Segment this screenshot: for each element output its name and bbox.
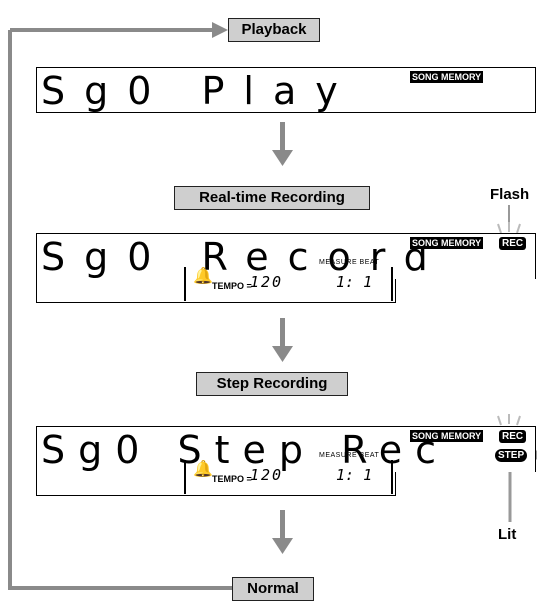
arrowhead-to-playback <box>212 22 228 38</box>
down-arrow-1-head <box>272 150 293 166</box>
lcd-step-text: Sg0 Step Rec <box>41 428 450 472</box>
tempo-label: TEMPO = <box>212 281 252 291</box>
loop-line <box>8 30 232 590</box>
lcd-realtime-subpanel: 🔔 TEMPO = 120 MEASURE BEAT 1: 1 <box>36 259 396 303</box>
measure-beat-value: 1: 1 <box>336 273 373 291</box>
measure-beat-label: MEASURE BEAT <box>319 259 380 266</box>
down-arrow-1-shaft <box>280 122 285 152</box>
step-recording-label: Step Recording <box>196 372 348 396</box>
normal-label: Normal <box>232 577 314 601</box>
lit-label: Lit <box>498 526 517 543</box>
tempo-label: TEMPO = <box>212 474 252 484</box>
song-memory-badge: SONG MEMORY <box>410 430 484 442</box>
rec-badge: REC <box>499 237 527 250</box>
measure-beat-value: 1: 1 <box>336 466 373 484</box>
rec-badge: REC <box>499 430 527 443</box>
metronome-icon: 🔔 <box>193 461 213 478</box>
lcd-step-subpanel: 🔔 TEMPO = 120 MEASURE BEAT 1: 1 <box>36 452 396 496</box>
metronome-icon: 🔔 <box>193 268 213 285</box>
playback-label: Playback <box>228 18 320 42</box>
down-arrow-2-shaft <box>280 318 285 348</box>
divider <box>184 460 186 494</box>
down-arrow-3-shaft <box>280 510 285 540</box>
flash-label: Flash <box>490 186 530 203</box>
divider <box>184 267 186 301</box>
tempo-value: 120 <box>250 273 284 291</box>
divider <box>391 460 393 494</box>
divider <box>391 267 393 301</box>
realtime-recording-label: Real-time Recording <box>174 186 370 210</box>
lcd-playback: Sg0 Play SONG MEMORY <box>36 67 536 113</box>
lcd-realtime-text: Sg0 Record <box>41 235 447 279</box>
lcd-step: Sg0 Step Rec SONG MEMORY REC STEP <box>36 426 536 472</box>
down-arrow-2-head <box>272 346 293 362</box>
down-arrow-3-head <box>272 538 293 554</box>
tempo-value: 120 <box>250 466 284 484</box>
lcd-playback-text: Sg0 Play <box>41 69 357 113</box>
song-memory-badge: SONG MEMORY <box>410 237 484 249</box>
measure-beat-label: MEASURE BEAT <box>319 452 380 459</box>
lcd-realtime: Sg0 Record SONG MEMORY REC <box>36 233 536 279</box>
song-memory-badge: SONG MEMORY <box>410 71 484 83</box>
step-badge: STEP <box>495 449 528 462</box>
